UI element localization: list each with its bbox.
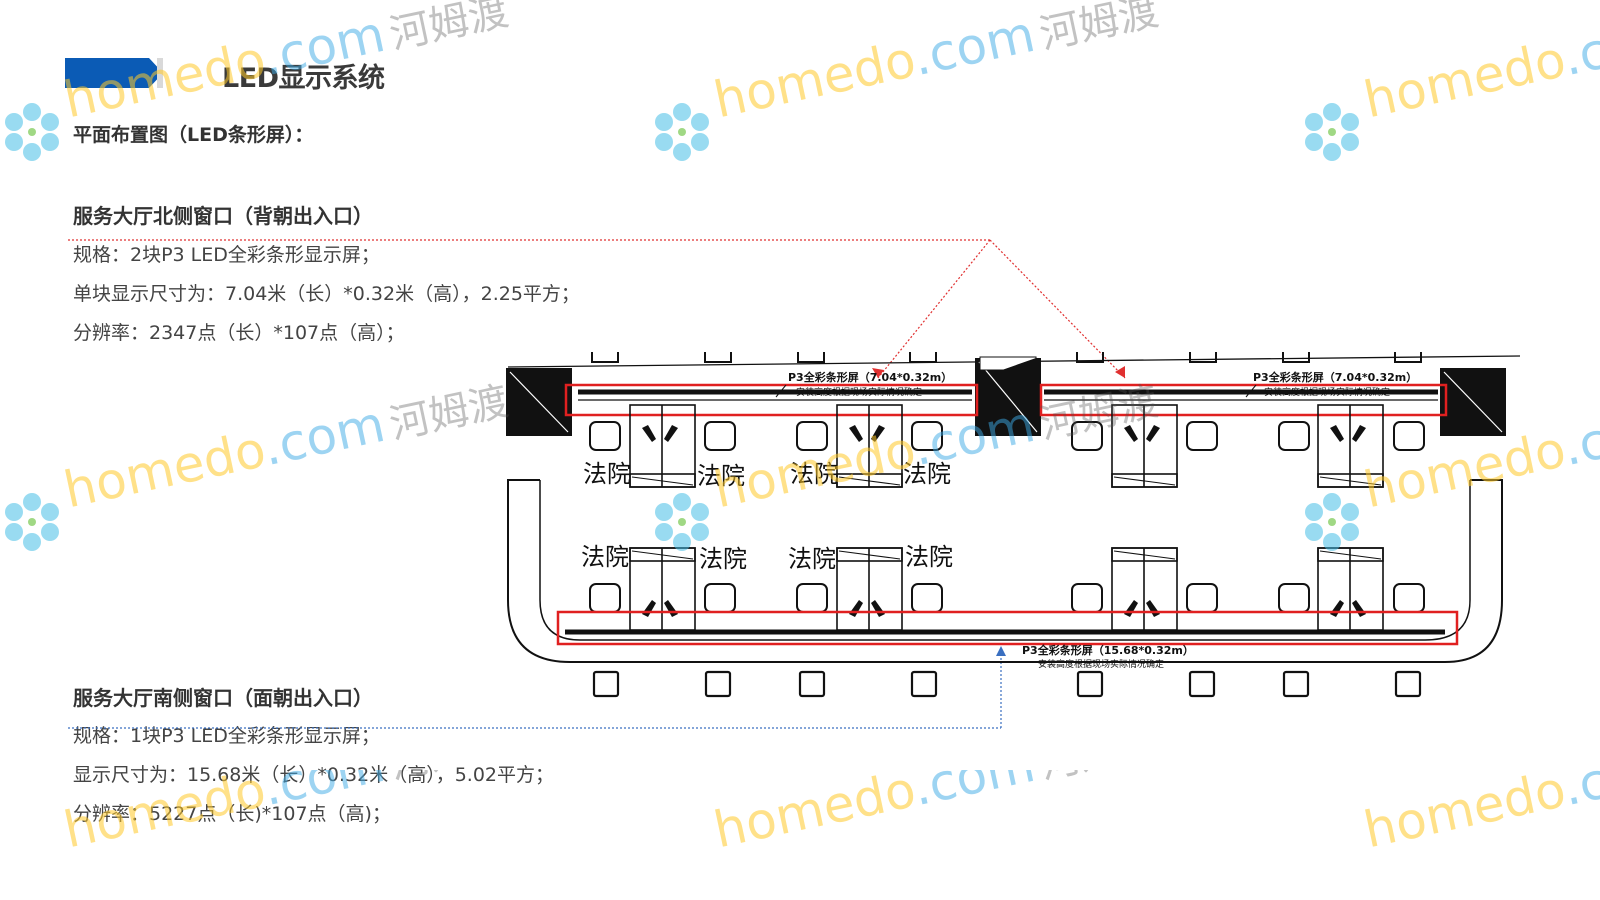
north-section-title: 服务大厅北侧窗口（背朝出入口） — [73, 204, 373, 228]
north-desk-staff-chairs — [642, 425, 1366, 442]
south-spec-resolution: 分辨率：5227点（长)*107点（高)； — [73, 803, 391, 825]
south-pointer-arrow — [996, 646, 1006, 656]
header-ribbon — [65, 58, 163, 88]
north-screen-note-left: 安装高度根据现场实际情况确定 — [796, 386, 922, 398]
north-spec-count: 规格：2块P3 LED全彩条形显示屏； — [73, 244, 380, 266]
north-led-screen-left — [564, 383, 979, 417]
north-service-desks — [629, 404, 1384, 488]
north-spec-size: 单块显示尺寸为：7.04米（长）*0.32米（高），2.25平方； — [73, 283, 580, 305]
hall-outline — [507, 479, 1503, 663]
north-desk-chairs — [589, 421, 1425, 451]
desk-label: 法院 — [903, 460, 951, 488]
north-spec-resolution: 分辨率：2347点（长）*107点（高）； — [73, 322, 405, 344]
desk-label: 法院 — [583, 460, 631, 488]
desk-label: 法院 — [697, 462, 745, 490]
south-desk-staff-chairs — [642, 600, 1366, 617]
plan-subtitle: 平面布置图（LED条形屏）： — [73, 124, 314, 146]
south-screen-note: 安装高度根据现场实际情况确定 — [1038, 658, 1164, 670]
north-screen-note-right: 安装高度根据现场实际情况确定 — [1264, 386, 1390, 398]
south-desk-labels: 法院 法院 法院 法院 — [581, 543, 953, 573]
desk-label: 法院 — [790, 460, 838, 488]
hall-inner-outline — [539, 480, 1471, 641]
bottom-column-row — [592, 670, 1422, 698]
desk-label: 法院 — [699, 545, 747, 573]
north-pointer-arrow-left — [872, 368, 884, 378]
page-title: LED显示系统 — [222, 63, 385, 94]
south-spec-count: 规格：1块P3 LED全彩条形显示屏； — [73, 725, 380, 747]
desk-label: 法院 — [788, 545, 836, 573]
south-section-title: 服务大厅南侧窗口（面朝出入口） — [73, 686, 373, 710]
north-pointer-lines — [68, 239, 1126, 379]
north-desk-labels: 法院 法院 法院 法院 — [583, 460, 951, 490]
desk-label: 法院 — [905, 543, 953, 571]
north-pointer-arrow-right — [1115, 366, 1125, 378]
top-chair-row — [591, 352, 1422, 363]
north-led-screen-right — [1039, 383, 1448, 417]
south-spec-size: 显示尺寸为：15.68米（长）*0.32米（高），5.02平方； — [73, 764, 555, 786]
south-screen-label: P3全彩条形屏（15.68*0.32m） — [1022, 643, 1194, 657]
desk-label: 法院 — [581, 543, 629, 571]
north-screen-label-left: P3全彩条形屏（7.04*0.32m） — [788, 370, 952, 384]
south-desk-chairs — [589, 583, 1425, 613]
north-screen-label-right: P3全彩条形屏（7.04*0.32m） — [1253, 370, 1417, 384]
south-led-screen — [556, 610, 1459, 646]
south-service-desks — [629, 547, 1384, 631]
